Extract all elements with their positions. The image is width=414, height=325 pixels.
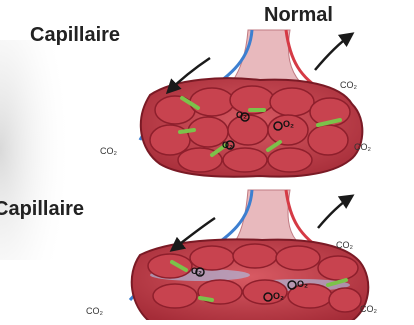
normal-alveolus-group [140, 30, 362, 177]
outflow-arrow [315, 34, 352, 70]
capillary-label-bottom: Capillaire [0, 198, 84, 221]
left-shading [0, 40, 80, 260]
co2-label-top-right: CO₂ [340, 80, 357, 90]
o2-label-1: O₂ [236, 110, 247, 120]
co2-label-bottom-right: CO₂ [336, 240, 353, 250]
capillary-label-top: Capillaire [30, 24, 120, 47]
co2-label-top-left: CO₂ [100, 146, 117, 156]
o2-label-3: O₂ [222, 140, 233, 150]
panel-title-normal: Normal [264, 4, 333, 27]
co2-label-top-bottomright: CO₂ [354, 142, 371, 152]
o2-label-4: O₂ [191, 266, 202, 276]
o2-label-6: O₂ [273, 291, 284, 301]
co2-label-bottom-left: CO₂ [86, 306, 103, 316]
o2-label-2: O₂ [283, 119, 294, 129]
abnormal-alveolus-group [130, 190, 368, 320]
outflow-arrow-bottom [318, 196, 352, 228]
o2-label-5: O₂ [297, 279, 308, 289]
co2-label-bottom-bottomright: CO₂ [360, 304, 377, 314]
bronchiole-tube [232, 30, 300, 82]
